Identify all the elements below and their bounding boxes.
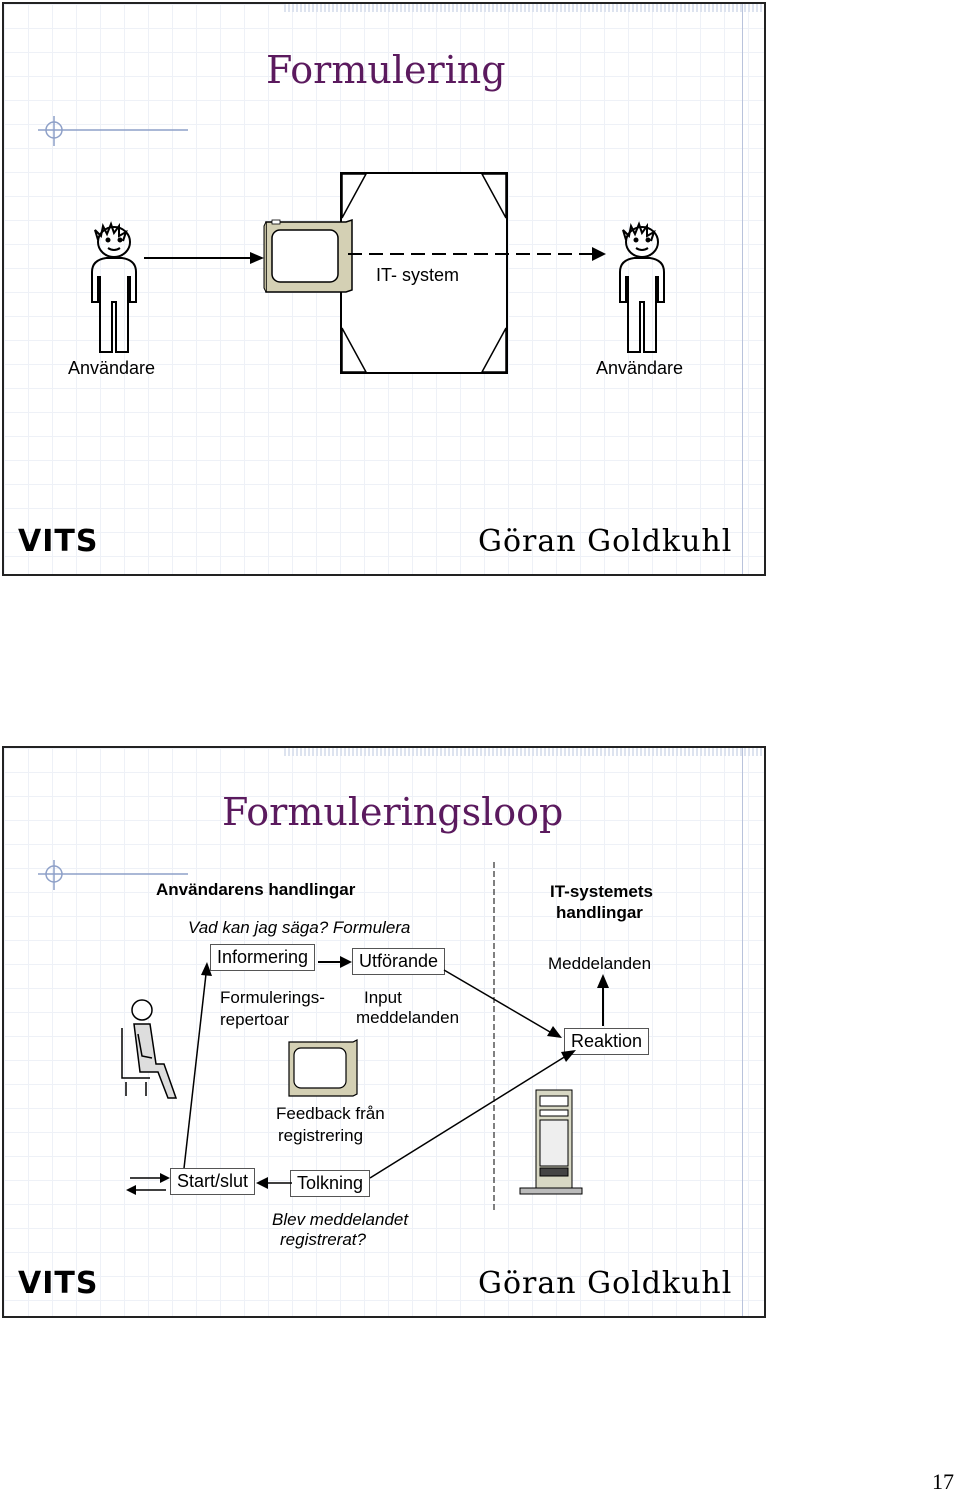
footer-vits: VITS — [18, 1266, 99, 1301]
slide-title: Formulering — [266, 48, 506, 92]
user-figure-right — [619, 221, 665, 353]
registered-line2: registrerat? — [280, 1230, 366, 1249]
monitor-icon — [288, 1039, 358, 1097]
footer-author: Göran Goldkuhl — [478, 1266, 733, 1301]
utforande-box: Utförande — [352, 948, 446, 975]
monitor-icon — [263, 218, 353, 293]
seated-user-figure — [121, 999, 178, 1099]
margin-line — [742, 4, 743, 574]
tolkning-box: Tolkning — [290, 1170, 371, 1197]
arrow-reaktion-to-meddelanden — [597, 974, 609, 1026]
top-band — [284, 748, 764, 756]
arrow-informering-to-utforande — [318, 956, 352, 968]
margin-line — [742, 748, 743, 1316]
question-label: Vad kan jag säga? Formulera — [188, 918, 411, 937]
arrow-user-to-monitor — [144, 252, 264, 264]
slide-formulering: Formulering Användare Användare — [2, 2, 766, 576]
crosshair-decoration — [38, 860, 188, 890]
slide-title: Formuleringsloop — [222, 790, 564, 834]
registered-line1: Blev meddelandet — [272, 1210, 409, 1229]
informering-box: Informering — [210, 944, 316, 971]
footer-author: Göran Goldkuhl — [478, 524, 733, 559]
server-icon — [519, 1089, 583, 1195]
input-line1: Input — [364, 988, 402, 1007]
feedback-line1: Feedback från — [276, 1104, 385, 1123]
input-line2: meddelanden — [356, 1008, 460, 1027]
it-system-box — [340, 172, 508, 374]
user-figure-left — [91, 221, 137, 353]
reaktion-box: Reaktion — [564, 1028, 650, 1055]
it-system-label: IT- system — [376, 265, 460, 285]
top-band — [284, 4, 764, 12]
footer-vits: VITS — [18, 524, 99, 559]
page-number: 17 — [932, 1469, 954, 1494]
user-left-label: Användare — [68, 358, 156, 378]
slide-formuleringsloop: Formuleringsloop Användarens handlingar … — [2, 746, 766, 1318]
meddelanden-label: Meddelanden — [548, 954, 652, 973]
arrow-input-to-reaktion — [443, 969, 562, 1038]
arrow-tolkning-to-reaktion — [369, 1050, 576, 1179]
arrow-tolkning-to-start — [256, 1177, 292, 1189]
user-right-label: Användare — [596, 358, 684, 378]
crosshair-decoration — [38, 116, 188, 146]
feedback-line2: registrering — [278, 1126, 364, 1145]
system-heading-line1: IT-systemets — [550, 882, 653, 901]
repertoar-line1: Formulerings- — [220, 988, 325, 1007]
arrow-start-to-informering — [181, 962, 212, 1187]
divider-dashed — [493, 862, 495, 1212]
system-heading-line2: handlingar — [556, 903, 643, 922]
repertoar-line2: repertoar — [220, 1010, 289, 1029]
arrow-dashed-to-user — [348, 247, 606, 261]
user-actions-heading: Användarens handlingar — [156, 880, 356, 899]
double-arrow-start — [126, 1173, 170, 1195]
start-slut-box: Start/slut — [170, 1168, 256, 1195]
